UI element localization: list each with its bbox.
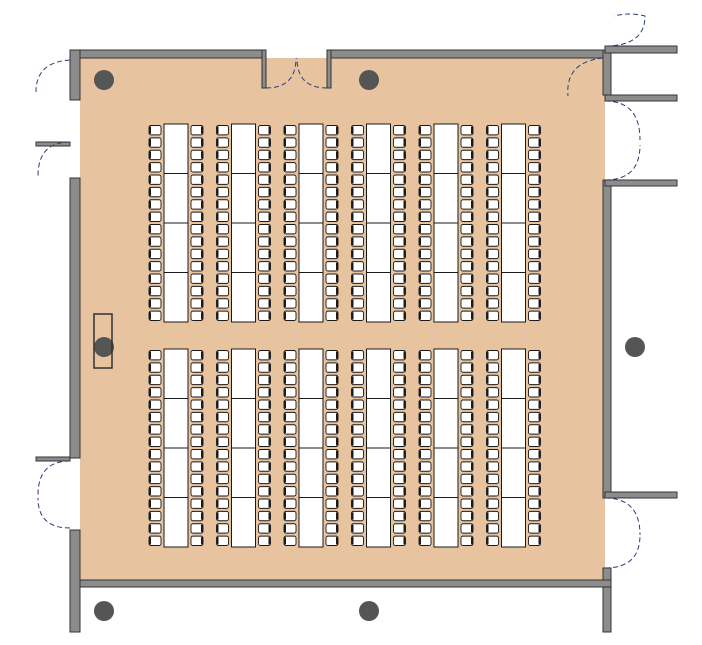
banquet-table[interactable] [231, 222, 256, 273]
structural-column-icon [625, 337, 645, 357]
banquet-table[interactable] [298, 348, 324, 399]
banquet-table[interactable] [163, 272, 189, 323]
banquet-table[interactable] [366, 447, 391, 498]
structural-column-icon [359, 601, 379, 621]
banquet-table[interactable] [298, 272, 324, 323]
banquet-table[interactable] [433, 447, 459, 498]
banquet-table[interactable] [366, 222, 391, 273]
banquet-table[interactable] [298, 123, 324, 174]
structural-column-icon [359, 70, 379, 90]
corridor-wall-2 [604, 94, 678, 102]
banquet-table[interactable] [231, 348, 256, 399]
banquet-table[interactable] [366, 497, 391, 548]
banquet-table[interactable] [501, 272, 526, 323]
wall-top-left [69, 49, 263, 59]
banquet-table[interactable] [163, 123, 189, 174]
banquet-table[interactable] [298, 173, 324, 224]
banquet-table[interactable] [433, 222, 459, 273]
door-swing-icon[interactable] [604, 13, 646, 47]
door-swing-icon[interactable] [265, 57, 297, 89]
left-ext-wall-2 [35, 456, 71, 462]
banquet-table[interactable] [433, 173, 459, 224]
wall-bottom [79, 579, 612, 588]
banquet-table[interactable] [433, 123, 459, 174]
wall-left-mid [69, 177, 81, 459]
structural-column-icon [94, 337, 114, 357]
banquet-table[interactable] [231, 497, 256, 548]
corridor-wall-4 [604, 491, 678, 499]
door-swing-icon[interactable] [35, 59, 71, 93]
seating-layout [148, 123, 541, 548]
banquet-table[interactable] [501, 497, 526, 548]
banquet-table[interactable] [298, 447, 324, 498]
banquet-table[interactable] [163, 348, 189, 399]
banquet-table[interactable] [501, 348, 526, 399]
banquet-table[interactable] [433, 348, 459, 399]
banquet-table[interactable] [298, 222, 324, 273]
wall-right-low [602, 567, 612, 633]
wall-right-top [602, 49, 612, 96]
door-swing-icon[interactable] [604, 144, 641, 181]
banquet-table[interactable] [433, 398, 459, 449]
wall-top-right [330, 49, 608, 59]
banquet-table[interactable] [366, 272, 391, 323]
banquet-table[interactable] [231, 272, 256, 323]
columns [94, 70, 645, 621]
banquet-table[interactable] [163, 398, 189, 449]
banquet-table[interactable] [366, 348, 391, 399]
door-swing-icon[interactable] [604, 100, 641, 141]
seating-block-front [148, 123, 541, 323]
door-swing-icon[interactable] [604, 497, 641, 536]
banquet-table[interactable] [163, 222, 189, 273]
door-swing-icon[interactable] [604, 534, 641, 569]
banquet-table[interactable] [366, 398, 391, 449]
banquet-table[interactable] [433, 497, 459, 548]
wall-right-mid [602, 179, 612, 499]
wall-left-lower [69, 529, 81, 633]
banquet-table[interactable] [501, 447, 526, 498]
door-swings [35, 13, 646, 569]
door-swing-icon[interactable] [37, 141, 71, 177]
structural-column-icon [94, 601, 114, 621]
banquet-table[interactable] [366, 173, 391, 224]
banquet-table[interactable] [163, 173, 189, 224]
banquet-table[interactable] [231, 173, 256, 224]
banquet-table[interactable] [298, 497, 324, 548]
door-swing-icon[interactable] [37, 460, 71, 496]
podium-icon[interactable] [93, 313, 113, 369]
banquet-table[interactable] [163, 447, 189, 498]
structural-column-icon [94, 70, 114, 90]
banquet-table[interactable] [501, 173, 526, 224]
banquet-table[interactable] [231, 123, 256, 174]
door-swing-icon[interactable] [296, 57, 328, 89]
corridor-wall-1 [604, 45, 678, 54]
banquet-table[interactable] [501, 123, 526, 174]
wall-left-upper [69, 49, 81, 101]
banquet-table[interactable] [231, 447, 256, 498]
walls [35, 45, 678, 633]
banquet-table[interactable] [501, 222, 526, 273]
banquet-table[interactable] [298, 398, 324, 449]
banquet-table[interactable] [501, 398, 526, 449]
left-ext-wall-1 [35, 141, 71, 147]
banquet-table[interactable] [366, 123, 391, 174]
banquet-table[interactable] [163, 497, 189, 548]
door-swing-icon[interactable] [37, 497, 71, 529]
seating-block-rear [148, 348, 541, 548]
door-jamb-top-right [326, 49, 332, 89]
corridor-wall-3 [604, 179, 678, 187]
banquet-table[interactable] [433, 272, 459, 323]
door-jamb-top-left [261, 49, 267, 89]
banquet-table[interactable] [231, 398, 256, 449]
